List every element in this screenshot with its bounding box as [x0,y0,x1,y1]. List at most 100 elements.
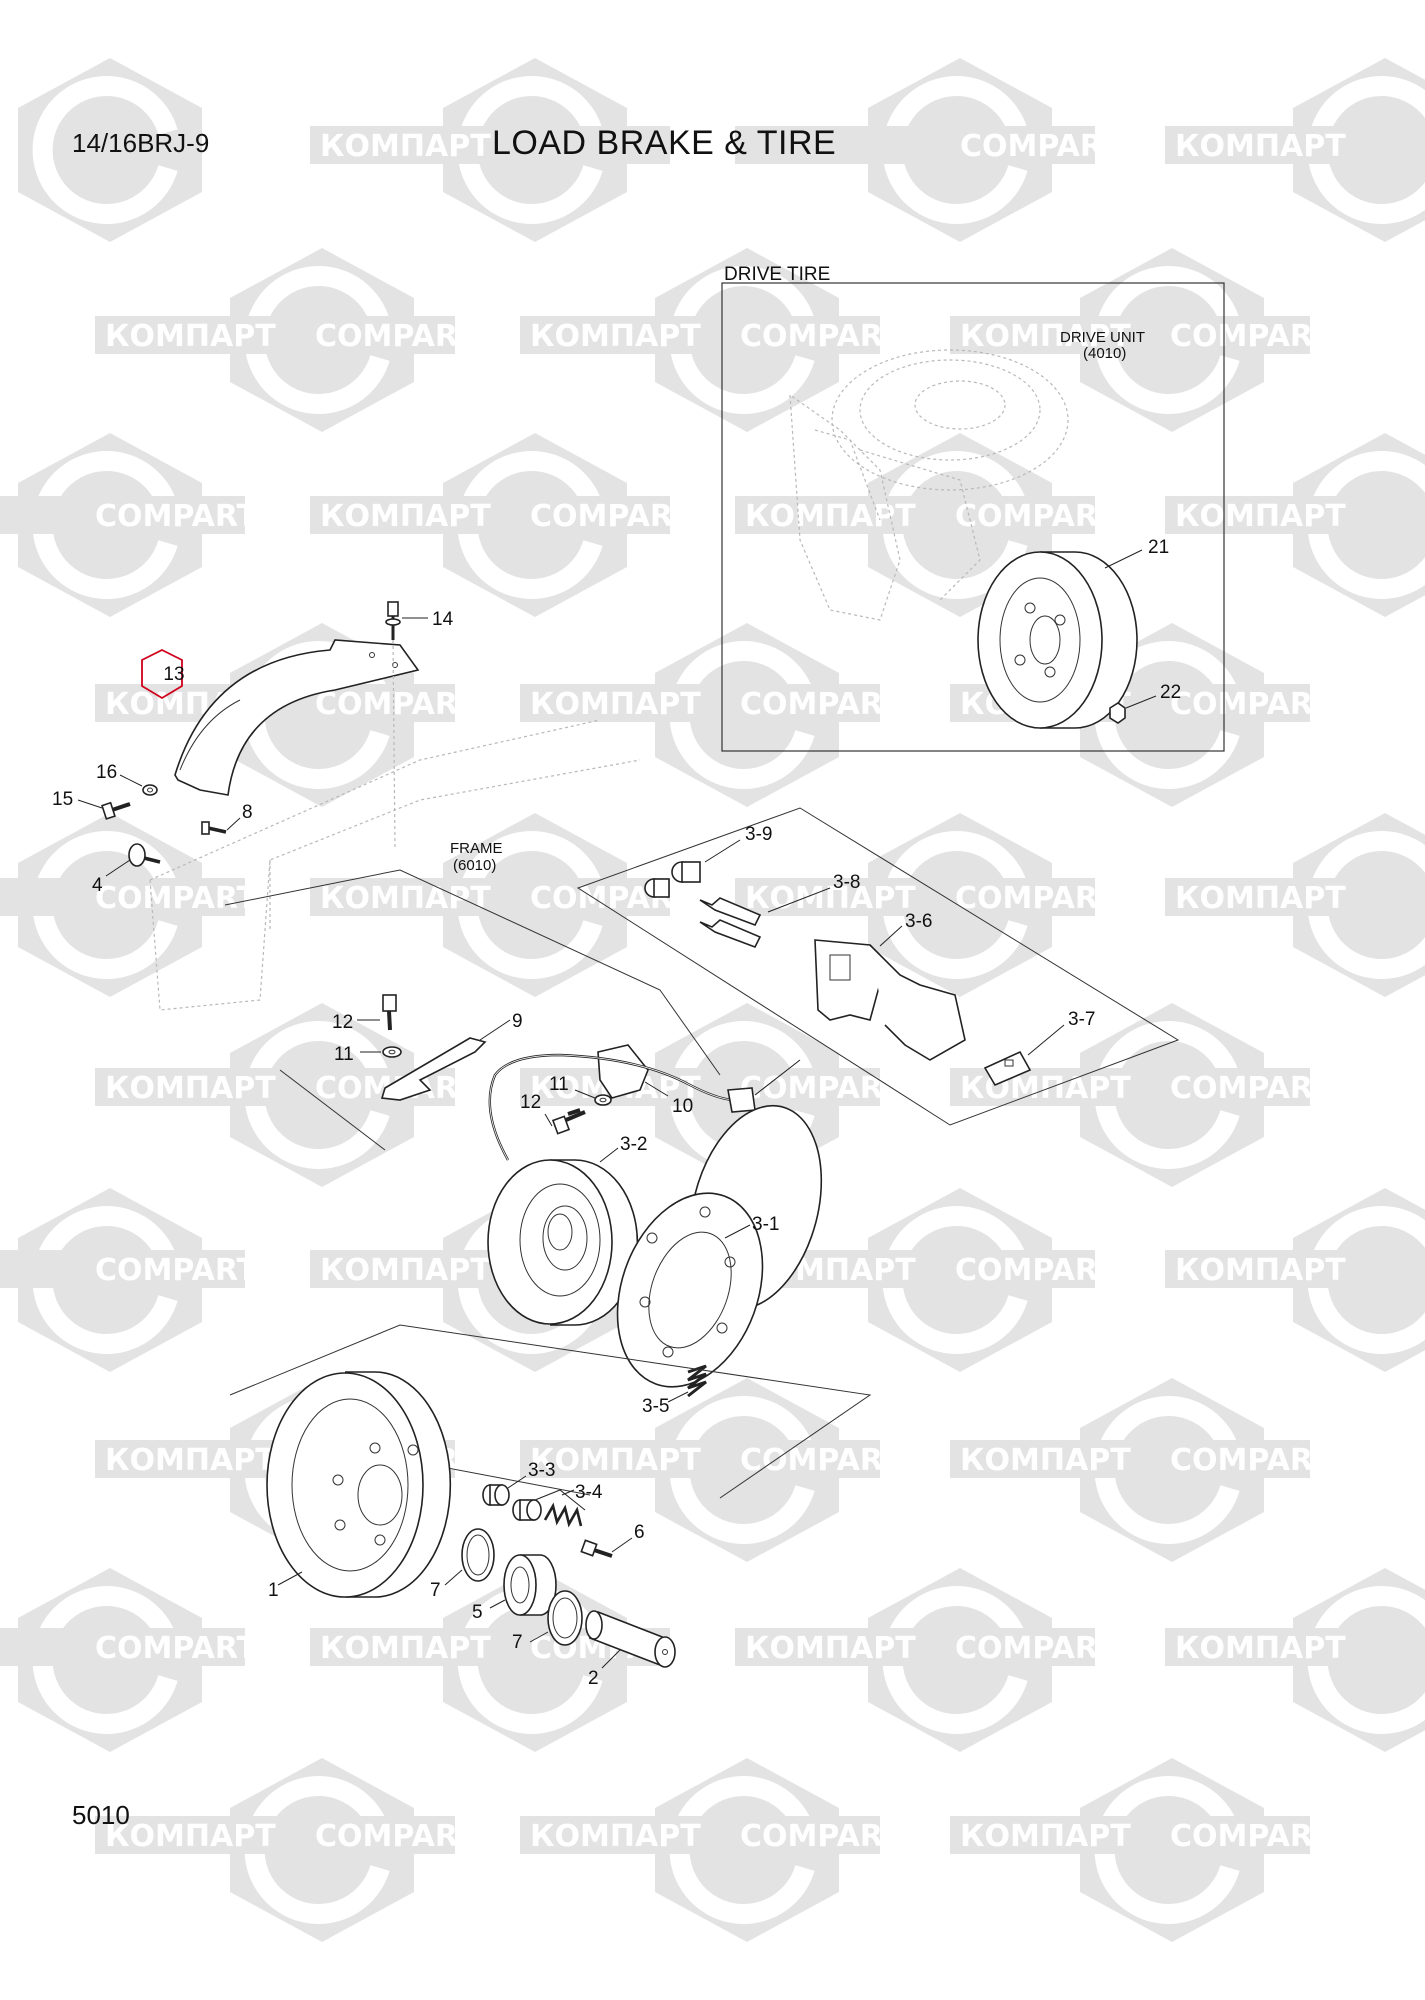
drive-tire-group: DRIVE TIRE DRIVE UNIT (4010) 21 [721,264,1225,752]
callout-12-lower: 12 [520,1092,541,1113]
wm-word: COMPART [95,1253,258,1288]
wm-word: КОМПАРТ [530,1443,701,1478]
wm-word: КОМПАРТ [1175,1253,1346,1288]
part-5-bearing [503,1554,557,1616]
part-15-bolt [101,801,131,820]
callout-3-6: 3-6 [905,911,932,932]
wm-word: COMPART [315,319,478,354]
wm-word: КОМПАРТ [105,1819,276,1854]
wm-word: COMPART [960,129,1123,164]
part-2-axle [585,1610,676,1668]
part-22-nut [1109,702,1126,724]
callout-2: 2 [588,1668,599,1689]
frame-code: (6010) [453,857,496,874]
brake-cable [488,1053,801,1161]
wm-word: COMPART [955,881,1118,916]
wm-word: КОМПАРТ [530,319,701,354]
part-3-6-connector [814,939,966,1061]
part-11-washer-lower [594,1094,612,1106]
page-number: 5010 [72,1800,130,1830]
callout-3-8: 3-8 [833,872,860,893]
wm-word: COMPART [1170,319,1333,354]
wm-word: COMPART [95,499,258,534]
part-3-7-lock [983,1050,1032,1087]
wm-word: COMPART [740,319,903,354]
callout-15: 15 [52,789,73,810]
callout-12-upper: 12 [332,1012,353,1033]
wm-word: КОМПАРТ [745,1631,916,1666]
callout-7-lower: 7 [512,1632,523,1653]
wm-word: КОМПАРТ [320,129,491,164]
wm-word: COMPART [1170,1443,1333,1478]
callout-10: 10 [672,1096,693,1117]
part-12-bolt-upper [382,994,397,1031]
part-10-sensor-bracket [597,1044,649,1099]
wm-word: COMPART [530,499,693,534]
part-21-drive-tire [977,551,1138,729]
wm-word: COMPART [740,1443,903,1478]
callout-22: 22 [1160,682,1181,703]
wm-word: COMPART [1170,1819,1333,1854]
wm-word: КОМПАРТ [1175,129,1346,164]
wm-word: КОМПАРТ [320,881,491,916]
wm-word: COMPART [1170,687,1333,722]
wm-word: КОМПАРТ [960,1443,1131,1478]
wm-word: КОМПАРТ [320,1253,491,1288]
callout-3-5: 3-5 [642,1396,669,1417]
callout-7-upper: 7 [430,1580,441,1601]
callout-3-9: 3-9 [745,824,772,845]
watermark-layer: КОМПАРТ COMPART КОМПАРТ КОМПАРТ COMPART … [0,58,1425,1942]
part-13-fender [174,639,420,796]
frame-ghost [149,719,641,1011]
callout-1: 1 [268,1580,279,1601]
wm-word: COMPART [740,687,903,722]
callout-3-1: 3-1 [752,1214,779,1235]
wm-word: COMPART [955,1253,1118,1288]
wm-word: КОМПАРТ [530,687,701,722]
part-3-5-spring [687,1364,707,1398]
part-3-1-disc [616,1104,823,1388]
drive-unit-code: (4010) [1083,345,1126,362]
wm-word: КОМПАРТ [105,1443,276,1478]
wm-word: КОМПАРТ [960,1071,1131,1106]
part-11-washer-upper [382,1046,402,1058]
wm-word: COMPART [315,687,478,722]
drive-unit-label: DRIVE UNIT [1060,329,1145,346]
callout-9: 9 [512,1011,523,1032]
page-title: LOAD BRAKE & TIRE [492,124,837,162]
wm-word: КОМПАРТ [105,1071,276,1106]
callout-8: 8 [242,802,253,823]
part-12-bolt-lower [551,1108,586,1135]
wm-word: КОМПАРТ [960,319,1131,354]
wm-word: COMPART [315,1819,478,1854]
part-3-2-brake [487,1159,639,1326]
callout-4: 4 [92,875,103,896]
wm-word: COMPART [95,1631,258,1666]
part-16-washer [142,784,158,796]
part-14-bolt [385,601,401,849]
callout-11-upper: 11 [334,1044,354,1065]
part-8-bolt [201,821,227,835]
frame-label: FRAME [450,840,503,857]
part-3-9-seal [644,861,701,898]
wm-word: COMPART [1170,1071,1333,1106]
wm-word: COMPART [955,1631,1118,1666]
model-number: 14/16BRJ-9 [72,128,210,158]
wm-word: COMPART [95,881,258,916]
part-7-snap-ring-lower [547,1590,583,1646]
part-6-bolt [580,1539,613,1558]
wm-word: КОМПАРТ [530,1819,701,1854]
part-9-bracket [380,1037,487,1101]
callout-14: 14 [432,609,454,630]
callout-3-2: 3-2 [620,1134,647,1155]
part-4-stud [128,843,161,867]
callout-11-lower: 11 [549,1074,569,1095]
wm-word: COMPART [740,1819,903,1854]
part-1-load-tire [266,1371,452,1598]
drive-unit-ghost [789,349,1069,621]
part-7-snap-ring-upper [461,1528,495,1582]
wm-word: КОМПАРТ [960,1819,1131,1854]
callout-13: 13 [163,664,184,685]
connector-group: 3-9 3-8 3-6 3-7 [576,807,1180,1126]
wm-word: КОМПАРТ [1175,499,1346,534]
